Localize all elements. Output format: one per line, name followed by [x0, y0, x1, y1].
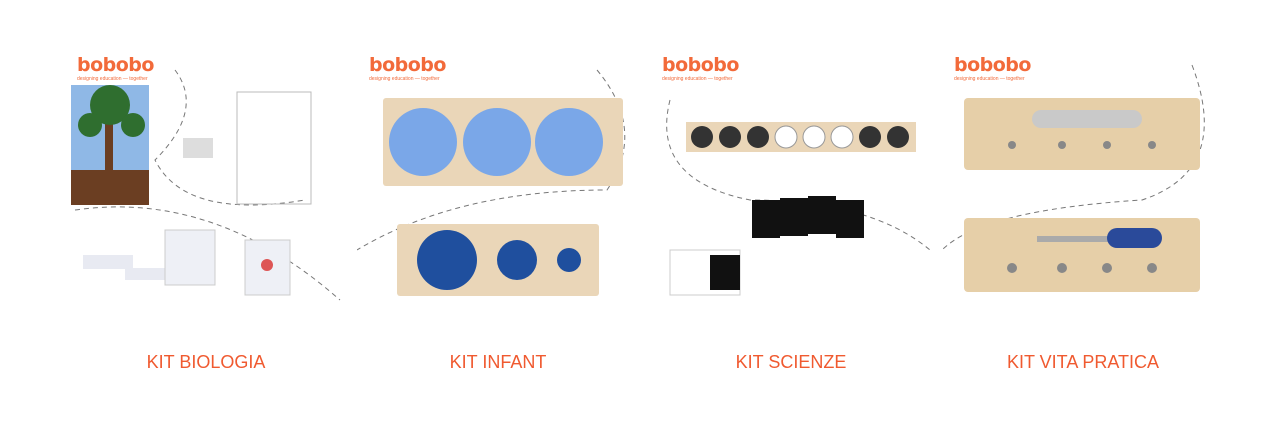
product-card-scienze[interactable]: bobobo designing education — together KI… [650, 50, 932, 380]
brand-logo: bobobo [77, 54, 154, 76]
product-label[interactable]: KIT BIOLOGIA [146, 352, 266, 372]
brand-tagline: designing education — together [369, 76, 440, 82]
product-card-infant[interactable]: bobobo designing education — together KI… [357, 50, 639, 380]
product-label[interactable]: KIT INFANT [449, 352, 547, 372]
brand-logo: bobobo [662, 54, 739, 76]
brand-tagline: designing education — together [77, 76, 148, 82]
brand-tagline: designing education — together [954, 76, 1025, 82]
product-image[interactable]: bobobo designing education — together [942, 50, 1224, 325]
product-image[interactable]: bobobo designing education — together [357, 50, 639, 325]
product-card-vita-pratica[interactable]: bobobo designing education — together KI… [942, 50, 1224, 380]
product-label[interactable]: KIT VITA PRATICA [1006, 352, 1160, 372]
brand-logo: bobobo [369, 54, 446, 76]
brand-logo: bobobo [954, 54, 1031, 76]
brand-tagline: designing education — together [662, 76, 733, 82]
product-image[interactable]: bobobo designing education — together [650, 50, 932, 325]
product-image[interactable]: bobobo designing education — together [65, 50, 347, 325]
product-label[interactable]: KIT SCIENZE [735, 352, 847, 372]
product-card-biologia[interactable]: bobobo designing education — together KI… [65, 50, 347, 380]
